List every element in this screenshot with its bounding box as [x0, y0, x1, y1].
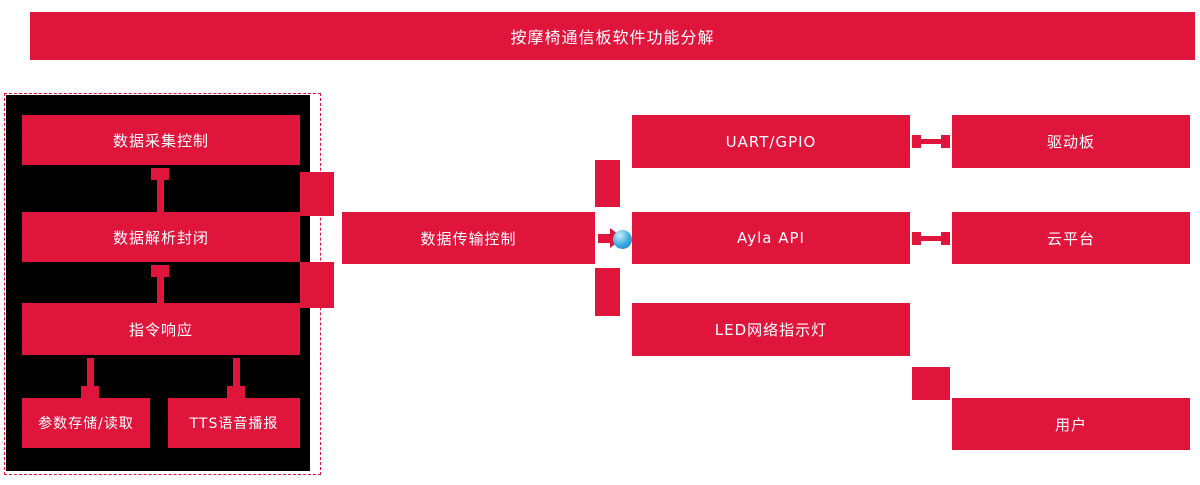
- connector-ayla-cloud-left-cap: [912, 232, 921, 245]
- node-data-transmission: 数据传输控制: [342, 212, 595, 264]
- branch-bar-to-led: [595, 268, 620, 316]
- diagram-title: 按摩椅通信板软件功能分解: [30, 12, 1195, 60]
- network-sphere-icon: [613, 230, 632, 249]
- connector-collection-to-parsing-cap: [151, 168, 169, 180]
- node-data-collection: 数据采集控制: [22, 115, 300, 165]
- left-panel-stub-bottom: [300, 262, 334, 308]
- node-user: 用户: [952, 398, 1190, 450]
- connector-response-to-storage: [87, 358, 94, 398]
- node-command-response: 指令响应: [22, 303, 300, 355]
- node-param-storage: 参数存储/读取: [22, 398, 150, 448]
- node-ayla-api: Ayla API: [632, 212, 910, 264]
- connector-uart-driver-left-cap: [912, 135, 921, 148]
- node-cloud-platform: 云平台: [952, 212, 1190, 264]
- connector-response-to-tts: [233, 358, 240, 398]
- connector-ayla-cloud-right-cap: [941, 232, 950, 245]
- connector-response-to-storage-cap: [81, 386, 99, 398]
- node-tts-voice: TTS语音播报: [168, 398, 300, 448]
- branch-bar-to-uart: [595, 160, 620, 207]
- connector-parsing-to-response: [157, 265, 164, 303]
- node-led-indicator: LED网络指示灯: [632, 303, 910, 356]
- connector-uart-driver-right-cap: [941, 135, 950, 148]
- connector-parsing-to-response-cap: [151, 265, 169, 277]
- connector-uart-driver: [921, 139, 941, 144]
- connector-response-to-tts-cap: [227, 386, 245, 398]
- node-data-parsing: 数据解析封闭: [22, 212, 300, 262]
- node-uart-gpio: UART/GPIO: [632, 115, 910, 168]
- left-panel-stub-top: [300, 172, 334, 216]
- node-driver-board: 驱动板: [952, 115, 1190, 168]
- arrow-transmission-right: [598, 234, 610, 243]
- connector-user-square: [912, 367, 950, 400]
- connector-ayla-cloud: [921, 236, 941, 241]
- connector-collection-to-parsing: [157, 168, 164, 212]
